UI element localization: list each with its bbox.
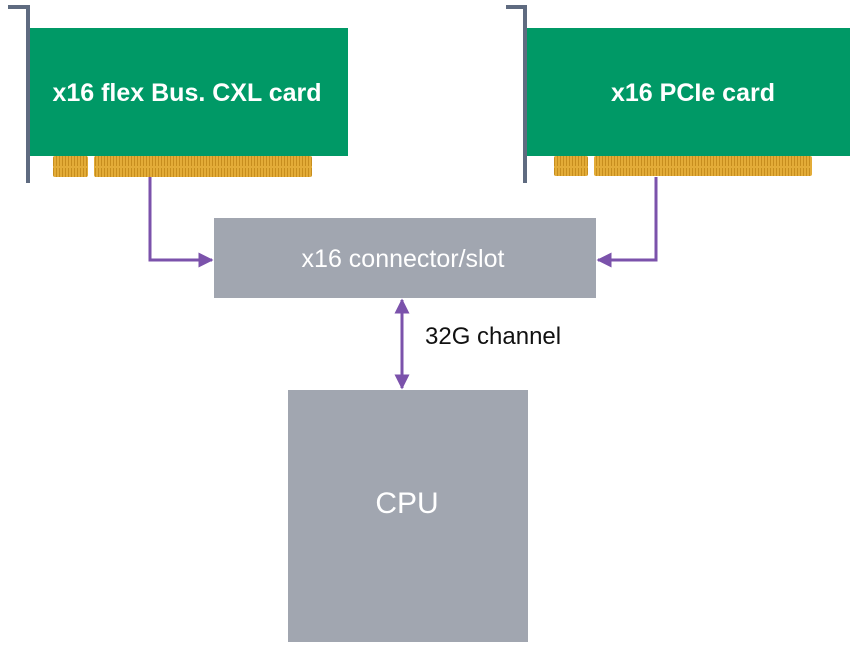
pcie-card-fingers-short (554, 156, 588, 176)
pcie-card-bracket (506, 5, 527, 183)
cpu-box (288, 390, 528, 642)
cpu-node: CPU (288, 390, 528, 642)
cxl-card-board (30, 28, 348, 156)
pcie-card: x16 PCIe card (506, 5, 850, 183)
edge-label-32g-channel: 32G channel (425, 323, 561, 350)
pcie-card-fingers-long (594, 156, 812, 176)
edge-pcie-to-connector (596, 177, 658, 268)
cxl-card-label: x16 flex Bus. CXL card (52, 79, 321, 107)
connector-label: x16 connector/slot (302, 245, 505, 273)
cpu-label: CPU (375, 487, 438, 520)
cxl-card-bracket (8, 5, 30, 183)
edge-cxl-to-connector (148, 177, 214, 268)
cxl-card-fingers-short (53, 156, 88, 177)
cxl-card-fingers-long (94, 156, 312, 177)
connector-node: x16 connector/slot (214, 218, 596, 298)
pcie-card-label: x16 PCIe card (611, 79, 775, 107)
cxl-card: x16 flex Bus. CXL card (8, 5, 348, 183)
connector-box (214, 218, 596, 298)
pcie-card-board (527, 28, 850, 156)
